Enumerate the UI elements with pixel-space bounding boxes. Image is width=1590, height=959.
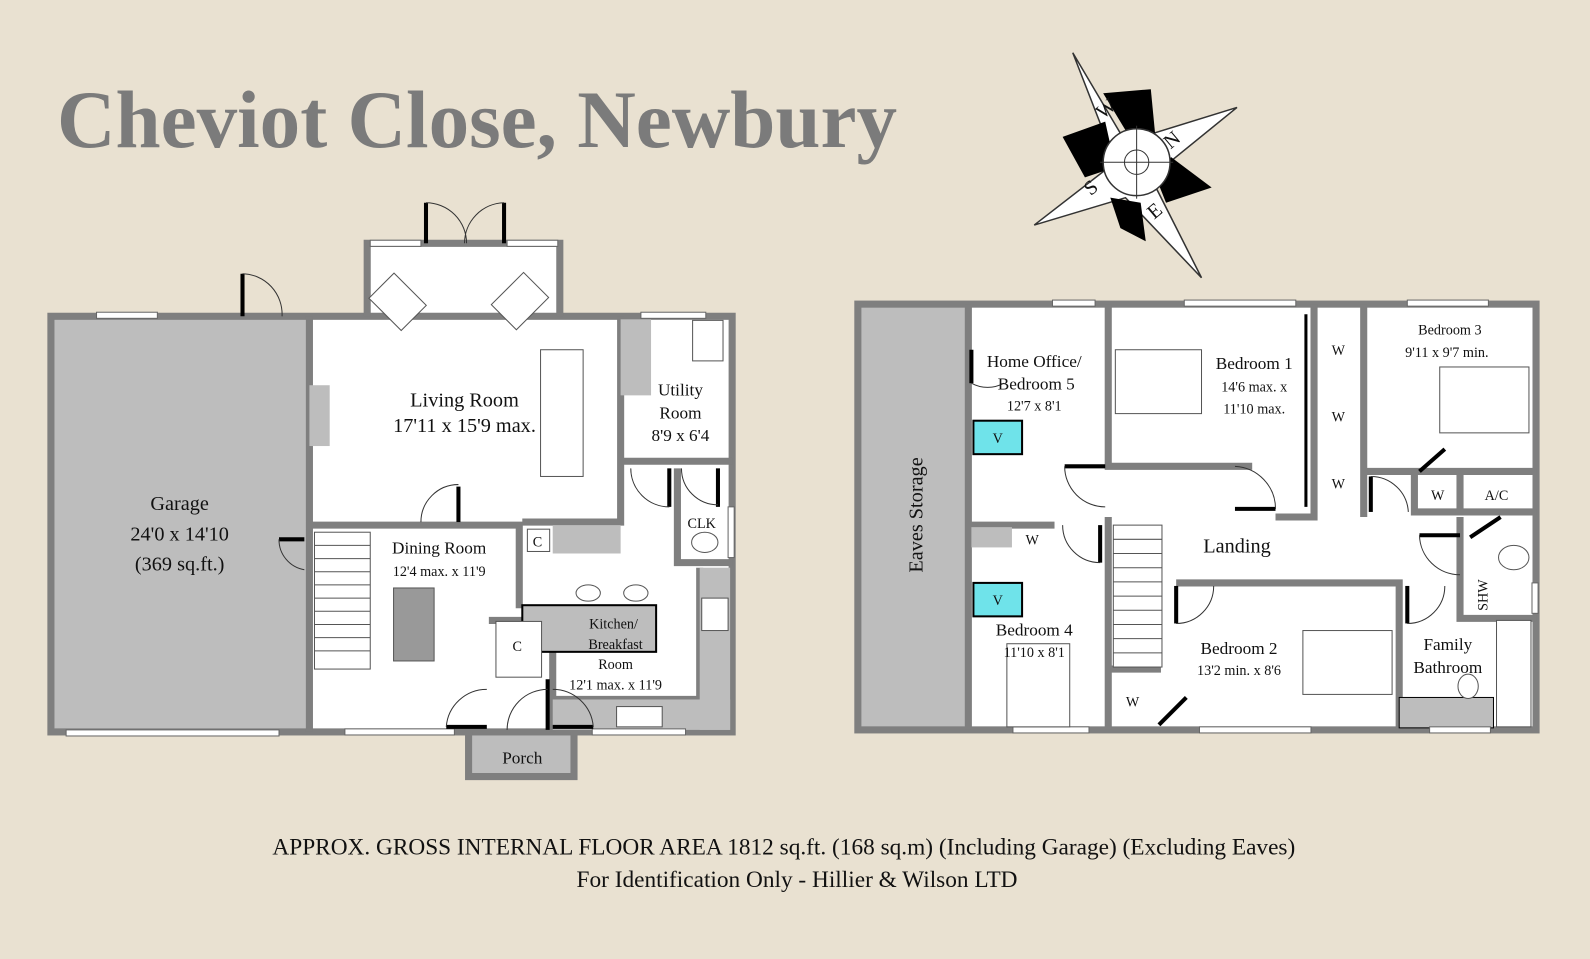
home-office-size: 12'7 x 8'1 (1007, 399, 1062, 415)
bedroom-4-label: Bedroom 4 (996, 621, 1073, 640)
kitchen-label-2: Breakfast (588, 637, 642, 653)
disclaimer: For Identification Only - Hillier & Wils… (577, 867, 1018, 893)
first-floor: V V Eaves Storage Home Office/ Bedroom 5… (854, 299, 1540, 734)
kitchen-label-3: Room (598, 657, 633, 673)
bedroom-2-label: Bedroom 2 (1201, 639, 1278, 658)
utility-label-2: Room (659, 404, 702, 423)
home-office-label-2: Bedroom 5 (998, 374, 1075, 393)
staircase-first (1112, 524, 1163, 668)
wardrobe-label: W (1126, 695, 1140, 711)
kitchen-label-1: Kitchen/ (589, 617, 638, 633)
porch (468, 733, 575, 777)
bedroom-2-size: 13'2 min. x 8'6 (1197, 663, 1281, 679)
wardrobe-label: W (1332, 410, 1346, 426)
living-room-label: Living Room (410, 390, 519, 412)
wardrobe-label: W (1332, 477, 1346, 493)
kitchen-size: 12'1 max. x 11'9 (569, 677, 662, 693)
bathroom-label-1: Family (1423, 635, 1472, 654)
clk-label: CLK (688, 516, 717, 532)
velux-label-1: V (993, 431, 1004, 447)
compass-rose: N E S W (1033, 52, 1238, 279)
bedroom-1-size-2: 11'10 max. (1223, 402, 1285, 418)
bed-2 (1302, 630, 1393, 695)
eaves-storage (857, 304, 969, 730)
velux-label-2: V (993, 593, 1004, 609)
bedroom-1-label: Bedroom 1 (1216, 354, 1293, 373)
floor-area-note: APPROX. GROSS INTERNAL FLOOR AREA 1812 s… (272, 835, 1295, 861)
cupboard-label: C (533, 534, 542, 550)
bedroom-4-size: 11'10 x 8'1 (1004, 645, 1065, 661)
ground-floor: Garage 24'0 x 14'10 (369 sq.ft.) Living … (47, 202, 736, 781)
porch-label: Porch (502, 748, 543, 767)
staircase-ground (313, 531, 371, 670)
eaves-storage-label: Eaves Storage (906, 457, 928, 572)
dining-room-label: Dining Room (392, 539, 487, 558)
bed-4 (1006, 643, 1071, 728)
garage (50, 316, 310, 732)
garage-size: 24'0 x 14'10 (130, 523, 229, 545)
garage-label: Garage (150, 493, 209, 515)
bed-3 (1439, 366, 1530, 434)
property-title: Cheviot Close, Newbury (57, 75, 897, 165)
living-room-size: 17'11 x 15'9 max. (393, 415, 536, 437)
bedroom-1-size-1: 14'6 max. x (1221, 379, 1287, 395)
wardrobe-label: W (1026, 532, 1040, 548)
bed-1 (1114, 349, 1203, 415)
garage-area: (369 sq.ft.) (135, 554, 225, 576)
shower-label: SHW (1475, 579, 1491, 611)
wardrobe-label: W (1332, 343, 1346, 359)
home-office-label-1: Home Office/ (987, 352, 1082, 371)
landing-label: Landing (1203, 535, 1271, 557)
dining-room-size: 12'4 max. x 11'9 (393, 564, 486, 580)
cupboard-label-2: C (513, 639, 522, 655)
airing-cupboard-label: A/C (1485, 488, 1509, 504)
bath (1496, 619, 1532, 728)
bedroom-3-label: Bedroom 3 (1418, 323, 1481, 339)
bedroom-3-size: 9'11 x 9'7 min. (1405, 345, 1488, 361)
bathroom-label-2: Bathroom (1413, 658, 1482, 677)
utility-size: 8'9 x 6'4 (652, 426, 710, 445)
utility-label-1: Utility (658, 380, 703, 399)
wardrobe-label: W (1431, 488, 1445, 504)
